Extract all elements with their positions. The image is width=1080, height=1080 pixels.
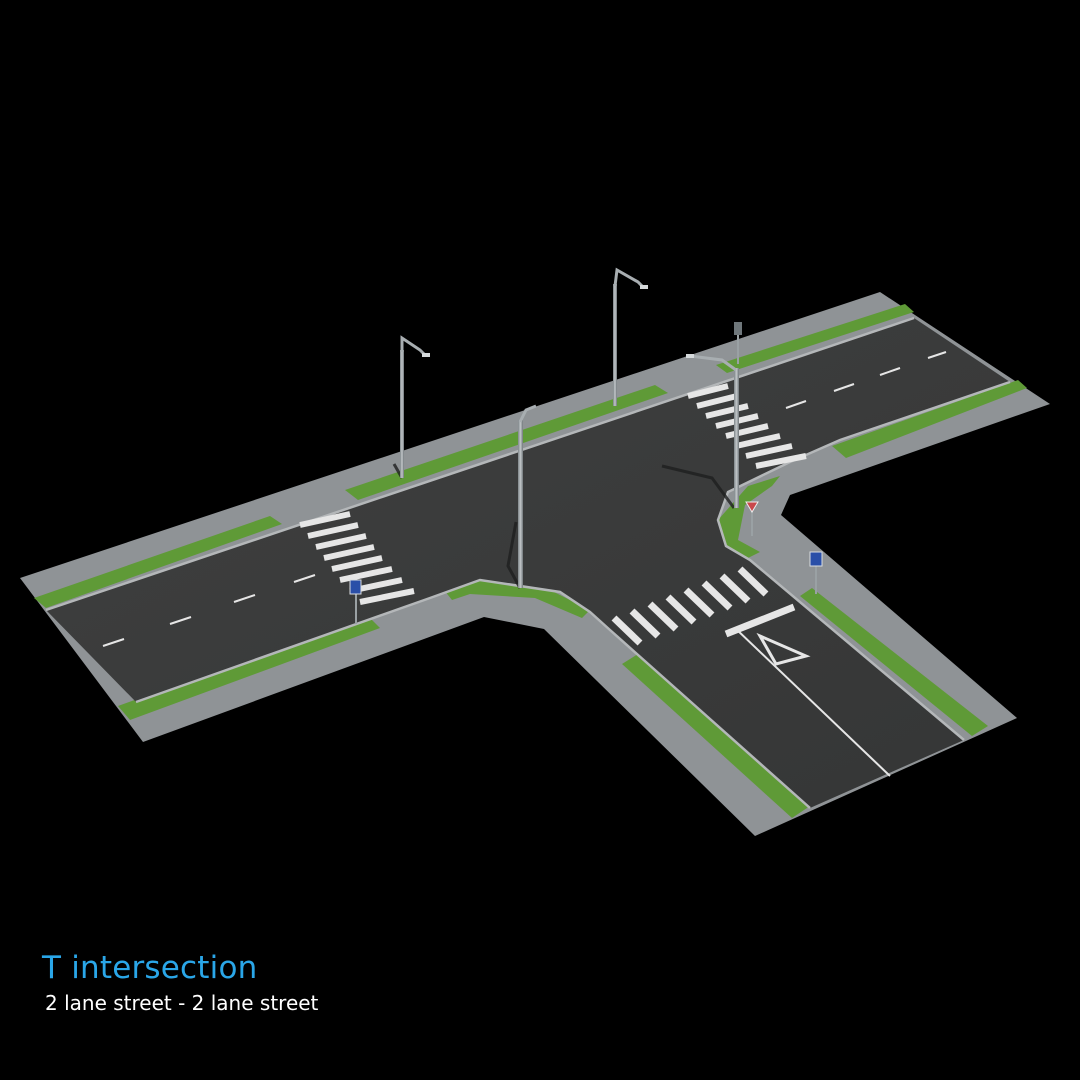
centre-dash	[785, 400, 807, 409]
curb-near-left	[135, 578, 811, 809]
caption-subtitle: 2 lane street - 2 lane street	[45, 991, 319, 1015]
grass-strip-far-right	[716, 304, 914, 373]
grass-strip-far-middle	[345, 385, 668, 500]
yield-road-marking	[756, 632, 811, 666]
curb-right	[716, 380, 1011, 741]
lane-markings	[102, 351, 947, 777]
grass-strip-corner-left	[444, 580, 590, 618]
yield-sign-icon	[745, 501, 759, 536]
crosswalk-right	[687, 383, 807, 469]
grass-strip-right-arm	[832, 380, 1027, 458]
street-lamp-icon	[400, 335, 430, 478]
grass-strip-far-left	[34, 516, 282, 608]
centre-dash	[102, 638, 125, 647]
street-lamp-icon	[686, 354, 739, 508]
centre-dash	[233, 594, 256, 603]
grass-strips	[34, 304, 1027, 818]
centre-dash	[293, 574, 316, 583]
asphalt-road	[46, 318, 1010, 808]
pedestrian-crossing-sign-icon	[809, 551, 823, 594]
pedestrian-crossing-sign-icon	[349, 579, 362, 624]
branch-centre-line	[734, 627, 891, 777]
centre-dash	[169, 616, 192, 625]
grass-strip-near-left	[118, 616, 380, 720]
branch-stop-line	[724, 603, 796, 638]
grass-strip-branch-right	[800, 588, 988, 736]
street-sign-icon	[734, 322, 742, 364]
curb-far	[45, 316, 915, 612]
street-lamp-icon	[613, 267, 648, 406]
grass-strip-branch-left	[622, 654, 810, 818]
street-lamp-icon	[518, 404, 537, 588]
crosswalk-branch	[611, 566, 769, 646]
caption-title: T intersection	[42, 950, 258, 986]
centre-dash	[879, 367, 901, 376]
centre-dash	[833, 383, 855, 392]
curbs	[45, 316, 1011, 809]
grass-strip-corner-right	[718, 476, 780, 558]
centre-dash	[927, 351, 947, 359]
road-surface	[46, 318, 1010, 808]
